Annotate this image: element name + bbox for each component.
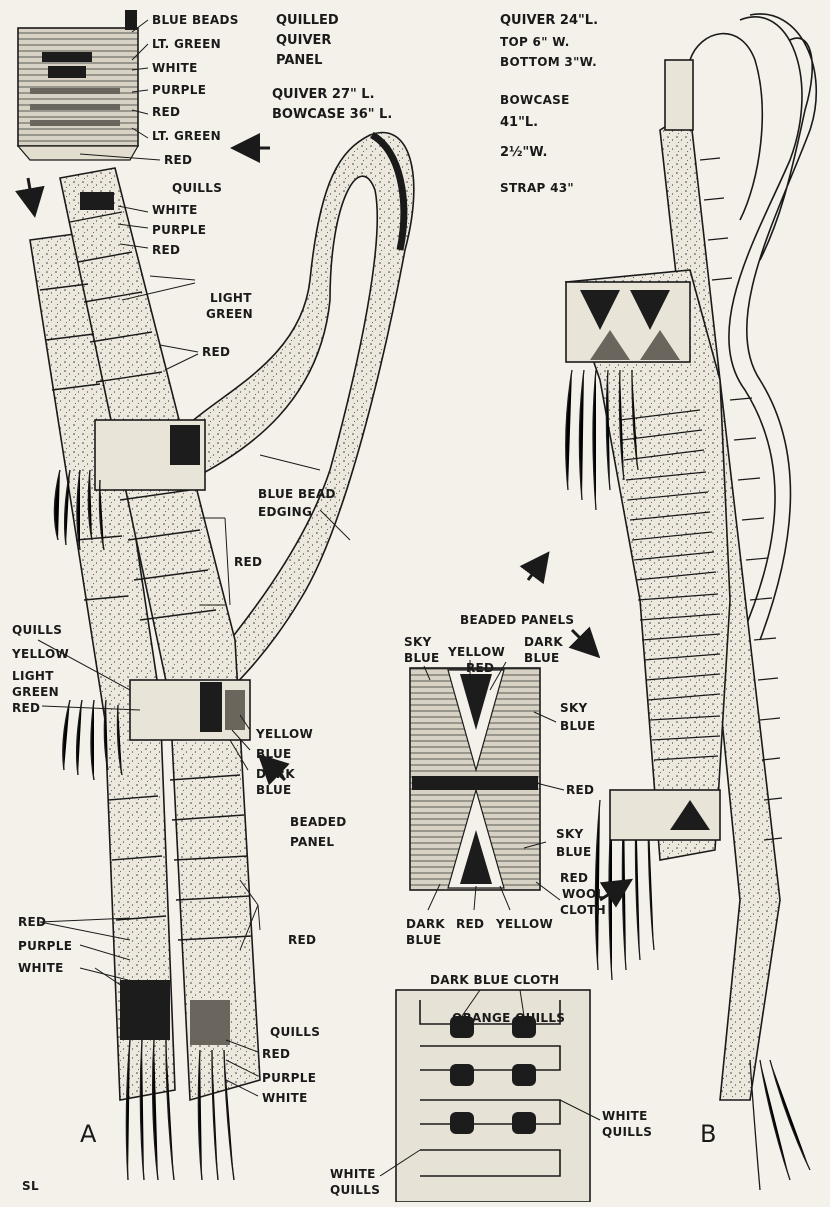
figure-a-letter: A	[80, 1120, 97, 1148]
d2-quills-right: QUILLS	[602, 1125, 652, 1139]
label-purple-bottom: PURPLE	[262, 1071, 316, 1085]
label-light: LIGHT	[210, 291, 252, 305]
label-red-left: RED	[12, 701, 40, 715]
label-panel: PANEL	[276, 53, 322, 68]
label-green: GREEN	[206, 307, 253, 321]
d1-sky-2: SKY	[560, 701, 588, 715]
d2-white-right: WHITE	[602, 1109, 648, 1123]
label-quiver-length: QUIVER 27" L.	[272, 87, 375, 102]
label-lt-green: LT. GREEN	[152, 37, 221, 51]
label-beaded-panels: BEADED PANELS	[460, 613, 574, 627]
label-bowcase-length: BOWCASE 36" L.	[272, 107, 392, 122]
d2-dark-blue-cloth: DARK BLUE CLOTH	[430, 973, 559, 987]
label-strap-43: STRAP 43"	[500, 181, 574, 195]
label-quiver-24: QUIVER 24"L.	[500, 13, 598, 28]
d1-yellow-bottom: YELLOW	[495, 917, 553, 931]
d2-orange-quills: ORANGE QUILLS	[452, 1011, 565, 1025]
d1-red-wool: RED	[560, 871, 588, 885]
d1-sky-1: SKY	[404, 635, 432, 649]
figure-a: BLUE BEADS LT. GREEN WHITE PURPLE RED LT…	[11, 10, 414, 1193]
d1-dark: DARK	[524, 635, 563, 649]
label-red-mid: RED	[234, 555, 262, 569]
label-red: RED	[152, 105, 180, 119]
label-white-bottom: WHITE	[262, 1091, 308, 1105]
artist-initials: SL	[22, 1179, 39, 1193]
label-2half: 2½"W.	[500, 145, 548, 160]
label-red-2: RED	[164, 153, 192, 167]
d1-sky-3: SKY	[556, 827, 584, 841]
d1-red-bottom: RED	[456, 917, 484, 931]
label-bowcase-b: BOWCASE	[500, 93, 570, 107]
label-41: 41"L.	[500, 115, 538, 130]
label-red-lower-left: RED	[18, 915, 46, 929]
d2-white-left: WHITE	[330, 1167, 376, 1181]
label-beaded: BEADED	[290, 815, 347, 829]
label-yellow-beaded: YELLOW	[255, 727, 313, 741]
label-blue-beaded: BLUE	[256, 747, 292, 761]
d1-blue-bottom: BLUE	[406, 933, 442, 947]
label-yellow-left: YELLOW	[11, 647, 69, 661]
d2-quills-left: QUILLS	[330, 1183, 380, 1197]
label-purple: PURPLE	[152, 83, 206, 97]
label-white-upper: WHITE	[152, 203, 198, 217]
label-quills-left: QUILLS	[12, 623, 62, 637]
label-quiver: QUIVER	[276, 33, 331, 48]
d1-blue-1: BLUE	[404, 651, 440, 665]
label-red-bottom: RED	[262, 1047, 290, 1061]
d1-red-mid: RED	[566, 783, 594, 797]
label-green-left: GREEN	[12, 685, 59, 699]
d1-blue-3: BLUE	[560, 719, 596, 733]
label-bottom-3: BOTTOM 3"W.	[500, 55, 597, 69]
label-top-6: TOP 6" W.	[500, 35, 570, 49]
label-panel-a: PANEL	[290, 835, 334, 849]
label-dark-beaded: DARK	[256, 767, 295, 781]
label-edging: EDGING	[258, 505, 312, 519]
d1-blue-4: BLUE	[556, 845, 592, 859]
quiver-panel-detail	[18, 10, 138, 160]
label-light-left: LIGHT	[12, 669, 54, 683]
label-quills: QUILLS	[172, 181, 222, 195]
label-purple-upper: PURPLE	[152, 223, 206, 237]
d1-wool: WOOL	[562, 887, 605, 901]
d1-yellow: YELLOW	[447, 645, 505, 659]
label-blue-beaded-2: BLUE	[256, 783, 292, 797]
label-red-upper: RED	[152, 243, 180, 257]
label-blue-bead: BLUE BEAD	[258, 487, 336, 501]
label-white-lower-left: WHITE	[18, 961, 64, 975]
label-lt-green-2: LT. GREEN	[152, 129, 221, 143]
beaded-panel-detail	[410, 668, 540, 890]
d1-red-top: RED	[466, 661, 494, 675]
figure-b-letter: B	[700, 1120, 716, 1148]
label-red-mid-upper: RED	[202, 345, 230, 359]
d1-blue-2: BLUE	[524, 651, 560, 665]
label-white: WHITE	[152, 61, 198, 75]
label-quills-bottom: QUILLS	[270, 1025, 320, 1039]
d1-cloth: CLOTH	[560, 903, 606, 917]
d1-dark-bottom: DARK	[406, 917, 445, 931]
label-blue-beads: BLUE BEADS	[152, 13, 239, 27]
label-quilled: QUILLED	[276, 13, 339, 28]
label-red-lower: RED	[288, 933, 316, 947]
label-purple-lower-left: PURPLE	[18, 939, 72, 953]
